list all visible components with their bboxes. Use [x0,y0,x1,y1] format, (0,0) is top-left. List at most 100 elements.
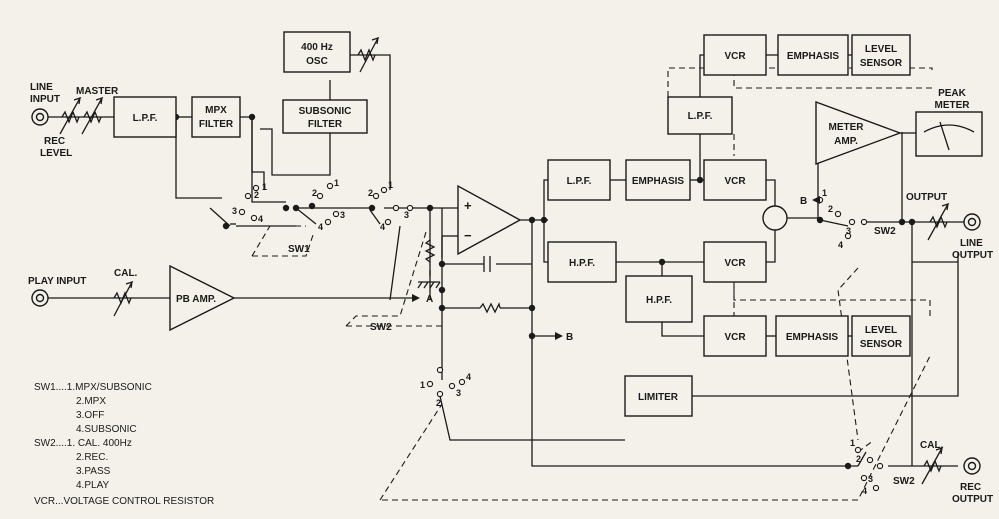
sw1-label: SW1 [288,244,310,255]
legend: SW1....1.MPX/SUBSONIC 2.MPX 3.OFF 4.SUBS… [34,382,214,507]
line-input-jack [31,108,49,126]
dashed-linkages [251,67,934,501]
svg-text:2: 2 [436,398,441,408]
svg-text:MPX: MPX [205,105,227,116]
legend-line: 2.REC. [76,452,108,463]
pb-amp-block: PB AMP. [169,264,236,332]
feedback-capacitor [483,256,491,272]
cal-right-label: CAL. [920,440,944,451]
osc-level-pot [357,36,380,73]
mpx-filter-block: MPX FILTER [191,96,241,138]
vcr-low-block: VCR [703,241,767,283]
svg-text:H.P.F.: H.P.F. [646,295,672,306]
hpf-low-block: H.P.F. [625,275,693,323]
svg-text:VCR: VCR [724,51,746,62]
rec-level-label: REC [44,136,65,147]
svg-text:3: 3 [846,226,851,236]
level-sensor-bottom-block: LEVEL SENSOR [851,315,911,357]
rec-output-jack [963,457,981,475]
rec-level-pot [59,96,82,135]
svg-text:SENSOR: SENSOR [860,58,903,69]
sw2-bottom-label: SW2 [893,476,915,487]
line-input-label: LINE [30,82,53,93]
svg-text:3: 3 [232,206,237,216]
line-output-jack [963,213,981,231]
svg-text:L.P.F.: L.P.F. [567,176,592,187]
svg-text:EMPHASIS: EMPHASIS [787,51,840,62]
output-pot [927,202,950,241]
svg-text:AMP.: AMP. [834,136,858,147]
emphasis-mid-block: EMPHASIS [625,159,691,201]
play-input-jack [31,289,49,307]
meter-amp-block: METER AMP. [815,100,903,166]
legend-line: 4.PLAY [76,480,109,491]
emphasis-bottom-block: EMPHASIS [775,315,849,357]
svg-text:1: 1 [262,182,267,192]
svg-text:SENSOR: SENSOR [860,339,903,350]
line-output-label-2: OUTPUT [952,250,993,261]
level-sensor-top-block: LEVEL SENSOR [851,34,911,76]
emphasis-top-block: EMPHASIS [777,34,849,76]
junction-dots [172,113,916,470]
svg-text:2: 2 [856,454,861,464]
svg-text:LEVEL: LEVEL [865,44,897,55]
svg-text:OSC: OSC [306,56,328,67]
op-amp: + − [457,184,522,256]
legend-line: 2.MPX [76,396,106,407]
cal-pot-left [113,280,134,317]
svg-text:2: 2 [828,204,833,214]
svg-text:3: 3 [456,388,461,398]
node-b-right-label: B [800,196,807,207]
legend-line: 3.OFF [76,410,104,421]
svg-text:1: 1 [822,188,827,198]
vcr-mid-block: VCR [703,159,767,201]
svg-text:2: 2 [254,190,259,200]
svg-text:4: 4 [466,372,471,382]
svg-text:EMPHASIS: EMPHASIS [786,332,839,343]
svg-text:PB AMP.: PB AMP. [176,294,216,305]
node-b-mid-label: B [566,332,573,343]
svg-text:VCR: VCR [724,176,746,187]
svg-text:2: 2 [312,188,317,198]
input-resistor [424,239,436,263]
svg-text:FILTER: FILTER [199,119,234,130]
svg-text:LEVEL: LEVEL [865,325,897,336]
peak-meter-label-2: METER [935,100,971,111]
summing-junction [762,205,788,231]
legend-line: SW1....1.MPX/SUBSONIC [34,382,152,393]
node-a-label: A [426,294,433,305]
ground-symbol [417,270,441,289]
cal-left-label: CAL. [114,268,138,279]
svg-text:4: 4 [318,222,323,232]
limiter-block: LIMITER [624,375,693,417]
svg-text:METER: METER [829,122,865,133]
arrow-heads [412,196,820,340]
feedback-resistor [479,302,501,314]
svg-text:VCR: VCR [724,332,746,343]
svg-text:LIMITER: LIMITER [638,392,679,403]
sw2-right-label: SW2 [874,226,896,237]
op-amp-plus: + [464,198,472,213]
peak-meter [915,111,983,157]
master-pot [81,96,104,135]
svg-text:1: 1 [388,180,393,190]
svg-text:400 Hz: 400 Hz [301,42,333,53]
svg-text:4: 4 [862,486,867,496]
svg-text:L.P.F.: L.P.F. [133,113,158,124]
legend-line: 4.SUBSONIC [76,424,137,435]
svg-text:SUBSONIC: SUBSONIC [299,106,352,117]
osc-400hz-block: 400 Hz OSC [283,31,351,73]
svg-text:4: 4 [258,214,263,224]
svg-text:3: 3 [340,210,345,220]
svg-text:4: 4 [838,240,843,250]
master-label: MASTER [76,86,119,97]
svg-text:3: 3 [868,474,873,484]
cal-pot-right [921,446,944,485]
vcr-bottom-block: VCR [703,315,767,357]
svg-text:1: 1 [850,438,855,448]
line-input-label-2: INPUT [30,94,60,105]
subsonic-filter-block: SUBSONIC FILTER [282,99,368,134]
output-label: OUTPUT [906,192,947,203]
